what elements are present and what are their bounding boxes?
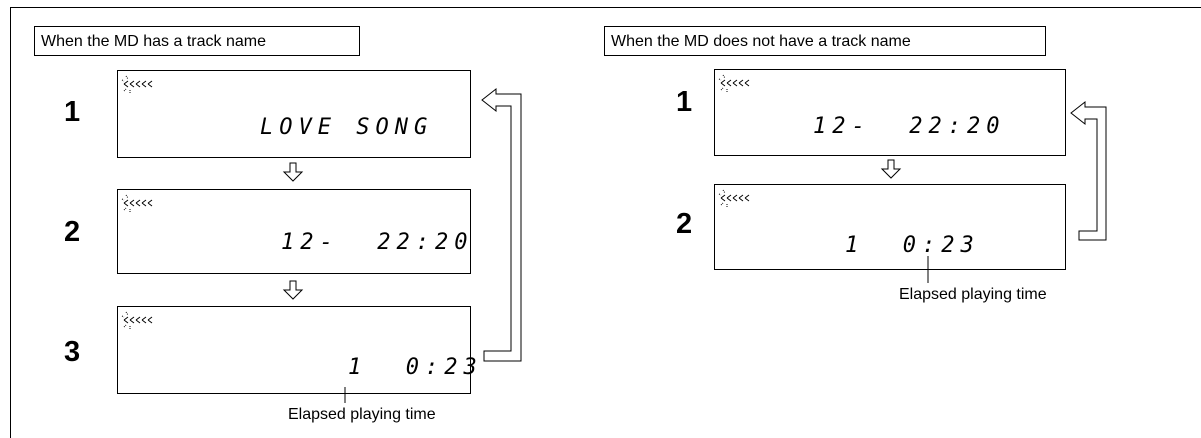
left-lcd-text-2: 12- 22:20 <box>281 230 474 255</box>
right-lcd-text-1: 12- 22:20 <box>813 114 1006 139</box>
disc-rotation-icon <box>718 189 750 207</box>
left-panel-heading: When the MD has a track name <box>34 26 360 56</box>
right-step-number-2: 2 <box>676 208 693 240</box>
left-lcd-text-1: LOVE SONG <box>260 115 434 140</box>
disc-rotation-icon <box>718 74 750 92</box>
hollow-down-arrow-icon <box>880 159 902 179</box>
disc-rotation-icon <box>121 75 153 93</box>
right-step-number-1: 1 <box>676 86 693 118</box>
left-step-number-3: 3 <box>64 336 81 368</box>
right-lcd-display-1: 12- 22:20 <box>714 69 1066 156</box>
disc-rotation-icon <box>121 311 153 329</box>
right-elapsed-time-caption: Elapsed playing time <box>899 286 1047 303</box>
left-lcd-text-3: 1 0:23 <box>348 355 483 380</box>
disc-rotation-icon <box>121 194 153 212</box>
hollow-down-arrow-icon <box>282 162 304 182</box>
diagram-frame <box>10 7 1201 438</box>
left-lcd-display-1: LOVE SONG <box>117 70 471 158</box>
right-lcd-text-2: 1 0:23 <box>845 233 980 258</box>
left-lcd-display-2: 12- 22:20 <box>117 189 471 274</box>
hollow-loop-arrow-icon <box>481 87 522 362</box>
hollow-loop-arrow-icon <box>1070 100 1107 241</box>
right-panel-heading: When the MD does not have a track name <box>604 26 1046 56</box>
hollow-down-arrow-icon <box>282 280 304 300</box>
left-lcd-display-3: 1 0:23 <box>117 306 477 394</box>
left-step-number-2: 2 <box>64 216 81 248</box>
right-lcd-display-2: 1 0:23 <box>714 184 1066 270</box>
left-step-number-1: 1 <box>64 96 81 128</box>
left-elapsed-time-caption: Elapsed playing time <box>288 406 436 423</box>
